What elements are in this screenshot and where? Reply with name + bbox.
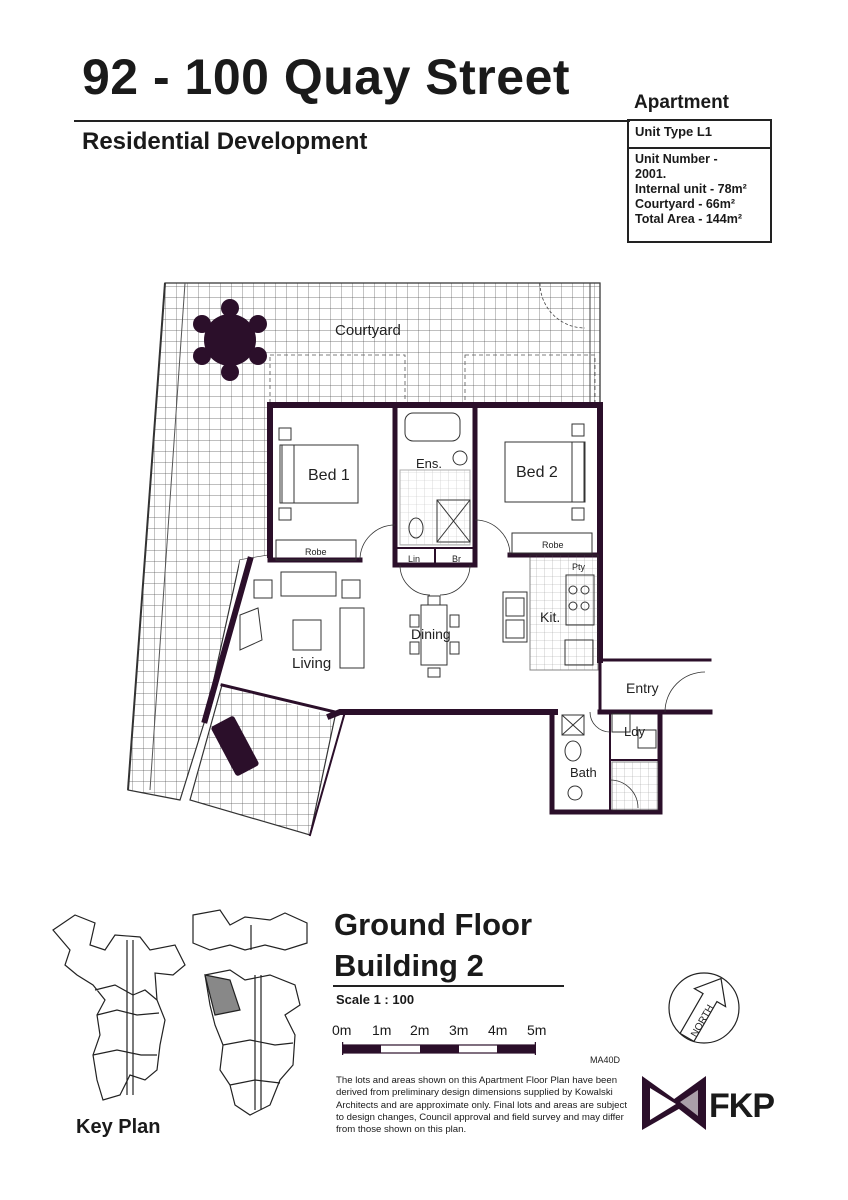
room-label-courtyard: Courtyard xyxy=(335,322,401,339)
key-plan-building-2 xyxy=(192,909,308,1116)
floor-name: Ground Floor xyxy=(334,907,533,942)
disclaimer-text: The lots and areas shown on this Apartme… xyxy=(336,1075,627,1136)
unit-type: Unit Type L1 xyxy=(629,121,770,149)
room-label-kitchen: Kit. xyxy=(540,609,560,625)
room-label-pantry: Pty xyxy=(572,562,586,572)
key-plan-label: Key Plan xyxy=(76,1116,161,1138)
sun-lounger-icon xyxy=(211,716,259,776)
total-area: Total Area - 144m² xyxy=(635,212,742,226)
bed-1-furniture xyxy=(275,427,359,561)
unit-number-label: Unit Number - xyxy=(635,152,718,166)
scale-tick-2: 2m xyxy=(410,1022,430,1038)
scale-bar xyxy=(342,1042,536,1055)
floor-heading-divider xyxy=(333,985,564,987)
room-label-bath: Bath xyxy=(570,765,597,780)
key-plan-building-1 xyxy=(52,914,186,1101)
category-label: Apartment xyxy=(634,92,730,113)
kitchen-fixtures xyxy=(502,554,599,671)
scale-label: Scale 1 : 100 xyxy=(336,992,415,1007)
bed-2-furniture xyxy=(504,423,593,554)
floor-plan: Courtyard Bed 1 Bed 2 Ens. Robe Robe Lin… xyxy=(127,282,713,837)
room-label-laundry: Ldy xyxy=(624,724,645,739)
drawing-code: MA40D xyxy=(590,1055,621,1065)
floor-heading: Ground Floor Building 2 xyxy=(334,904,532,986)
north-arrow-icon: NORTH xyxy=(668,972,740,1044)
unit-number-value: 2001. xyxy=(635,167,667,181)
scale-tick-1: 1m xyxy=(372,1022,392,1038)
scale-tick-0: 0m xyxy=(332,1022,352,1038)
internal-area: Internal unit - 78m² xyxy=(635,182,747,196)
unit-info-box: Unit Type L1 Unit Number - 2001. Interna… xyxy=(627,119,772,243)
fkp-logo-icon xyxy=(642,1076,706,1130)
room-label-dining: Dining xyxy=(411,626,451,642)
bath-fixtures xyxy=(561,713,659,811)
room-label-robe-1: Robe xyxy=(305,547,327,557)
unit-details: Unit Number - 2001. Internal unit - 78m²… xyxy=(635,152,747,227)
building-name: Building 2 xyxy=(334,948,484,983)
room-label-entry: Entry xyxy=(626,680,659,696)
scale-tick-5: 5m xyxy=(527,1022,547,1038)
outdoor-table-icon xyxy=(193,299,267,381)
brand-name: FKP xyxy=(709,1087,775,1125)
courtyard-area: Courtyard - 66m² xyxy=(635,197,736,211)
living-furniture xyxy=(239,571,460,678)
title-divider xyxy=(74,120,630,122)
room-label-ensuite: Ens. xyxy=(416,456,442,471)
page-subtitle: Residential Development xyxy=(82,128,368,155)
scale-tick-3: 3m xyxy=(449,1022,469,1038)
ensuite-fixtures xyxy=(399,412,471,546)
scale-tick-4: 4m xyxy=(488,1022,508,1038)
room-label-bed-1: Bed 1 xyxy=(308,467,350,484)
room-label-broom: Br xyxy=(452,554,461,564)
room-label-bed-2: Bed 2 xyxy=(516,464,558,481)
key-plan xyxy=(52,909,308,1116)
room-label-robe-2: Robe xyxy=(542,540,564,550)
page-title: 92 - 100 Quay Street xyxy=(82,49,571,105)
room-label-living: Living xyxy=(292,655,331,672)
room-label-linen: Lin xyxy=(408,554,420,564)
